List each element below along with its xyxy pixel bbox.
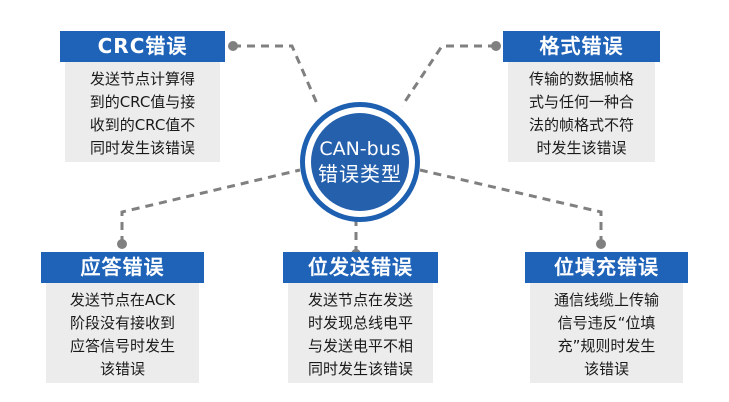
card-bit-stuff-body: 通信线缆上传输 信号违反“位填 充”规则时发生 该错误 [530, 283, 683, 383]
card-format-body: 传输的数据帧格 式与任何一种合 法的帧格式不符 时发生该错误 [508, 62, 655, 162]
card-bit-send-title: 位发送错误 [283, 252, 438, 283]
card-crc-body: 发送节点计算得 到的CRC值与接 收到的CRC值不 同时发生该错误 [65, 62, 220, 162]
card-format-title: 格式错误 [503, 31, 660, 62]
center-node: CAN-bus 错误类型 [300, 102, 420, 222]
card-ack-error: 应答错误 发送节点在ACK 阶段没有接收到 应答信号时发生 该错误 [41, 252, 204, 383]
center-title-line1: CAN-bus [319, 138, 401, 160]
connector-dot-ack [117, 239, 127, 249]
card-bit-send-error: 位发送错误 发送节点在发送 时发现总线电平 与发送电平不相 同时发生该错误 [283, 252, 438, 383]
connector-bit-stuff [419, 168, 603, 244]
connector-dot-crc [228, 41, 238, 51]
card-bit-stuff-error: 位填充错误 通信线缆上传输 信号违反“位填 充”规则时发生 该错误 [525, 252, 688, 383]
card-bit-send-body: 发送节点在发送 时发现总线电平 与发送电平不相 同时发生该错误 [288, 283, 433, 383]
card-ack-title: 应答错误 [41, 252, 204, 283]
connector-format [400, 44, 496, 107]
connector-crc [233, 44, 320, 107]
connector-ack [120, 168, 301, 244]
connector-dot-format [491, 41, 501, 51]
card-format-error: 格式错误 传输的数据帧格 式与任何一种合 法的帧格式不符 时发生该错误 [503, 31, 660, 162]
connector-dot-bit-stuff [596, 239, 606, 249]
card-crc-title: CRC错误 [60, 31, 225, 62]
card-bit-stuff-title: 位填充错误 [525, 252, 688, 283]
center-title-line2: 错误类型 [318, 162, 402, 186]
center-node-inner: CAN-bus 错误类型 [311, 113, 409, 211]
card-ack-body: 发送节点在ACK 阶段没有接收到 应答信号时发生 该错误 [46, 283, 199, 383]
card-crc-error: CRC错误 发送节点计算得 到的CRC值与接 收到的CRC值不 同时发生该错误 [60, 31, 225, 162]
